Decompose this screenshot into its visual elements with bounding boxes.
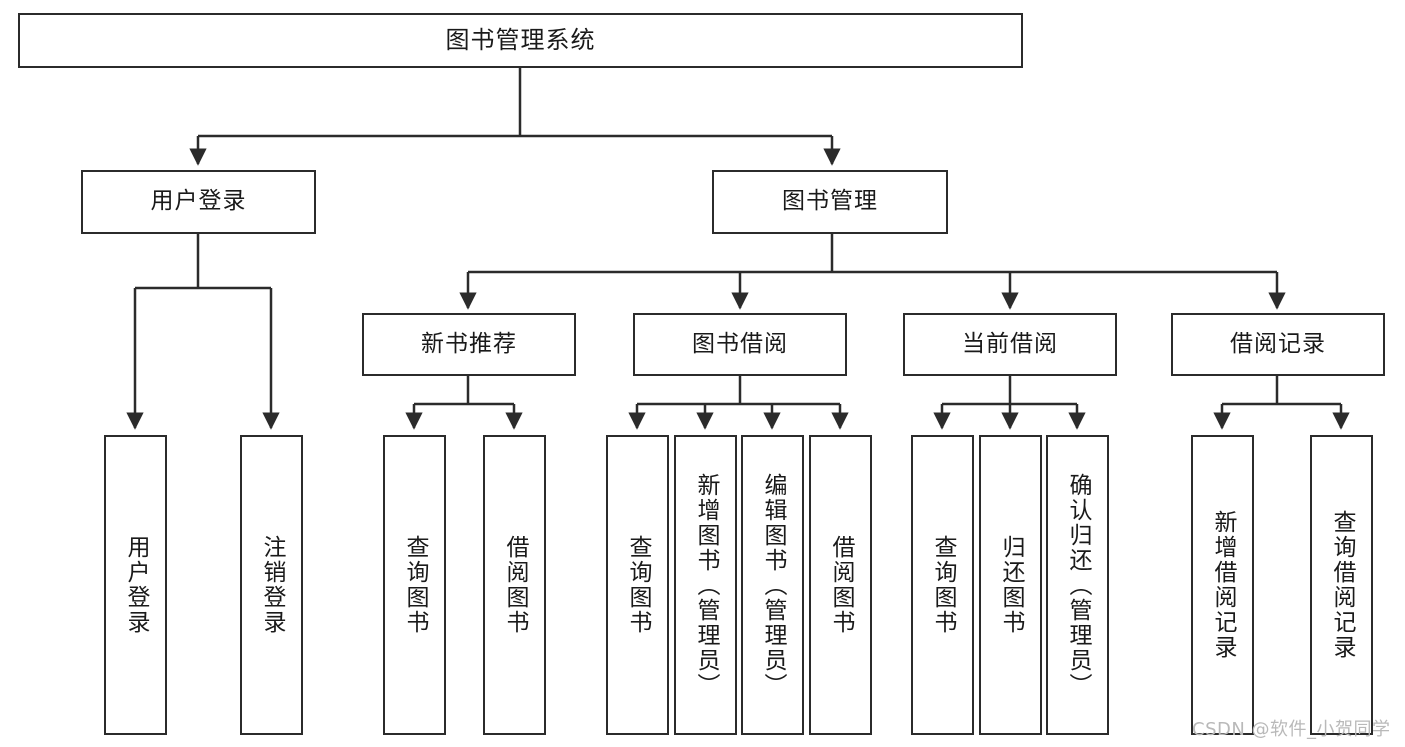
leaf-borrow-borrow-book[interactable]: 借阅图书 (809, 435, 872, 735)
node-label: 图书管理系统 (445, 26, 596, 55)
node-label: 借阅图书 (828, 535, 854, 635)
leaf-borrow-query-book[interactable]: 查询图书 (606, 435, 669, 735)
leaf-record-add-borrow-record[interactable]: 新增借阅记录 (1191, 435, 1254, 735)
node-label: 注销登录 (259, 535, 285, 635)
node-label: 新增图书（管理员） (693, 472, 719, 698)
node-label: 当前借阅 (962, 330, 1058, 357)
leaf-recommend-query-book[interactable]: 查询图书 (383, 435, 446, 735)
node-user-login[interactable]: 用户登录 (81, 170, 316, 234)
node-label: 查询图书 (625, 535, 651, 635)
node-borrow-record[interactable]: 借阅记录 (1171, 313, 1385, 376)
node-book-borrow[interactable]: 图书借阅 (633, 313, 847, 376)
node-label: 图书管理 (782, 188, 878, 215)
node-root-system[interactable]: 图书管理系统 (18, 13, 1023, 68)
node-label: 查询借阅记录 (1329, 510, 1355, 660)
node-new-book-recommend[interactable]: 新书推荐 (362, 313, 576, 376)
node-current-borrow[interactable]: 当前借阅 (903, 313, 1117, 376)
node-label: 借阅图书 (502, 535, 528, 635)
leaf-recommend-borrow-book[interactable]: 借阅图书 (483, 435, 546, 735)
node-label: 图书借阅 (692, 330, 788, 357)
leaf-borrow-edit-book-admin[interactable]: 编辑图书（管理员） (741, 435, 804, 735)
node-label: 新书推荐 (421, 330, 517, 357)
node-label: 编辑图书（管理员） (760, 472, 786, 698)
leaf-current-confirm-return-admin[interactable]: 确认归还（管理员） (1046, 435, 1109, 735)
node-book-management[interactable]: 图书管理 (712, 170, 948, 234)
leaf-borrow-add-book-admin[interactable]: 新增图书（管理员） (674, 435, 737, 735)
node-label: 确认归还（管理员） (1065, 472, 1091, 698)
leaf-record-query-borrow-record[interactable]: 查询借阅记录 (1310, 435, 1373, 735)
leaf-current-query-book[interactable]: 查询图书 (911, 435, 974, 735)
node-label: 归还图书 (998, 535, 1024, 635)
node-label: 查询图书 (402, 535, 428, 635)
leaf-user-login-signin[interactable]: 用户登录 (104, 435, 167, 735)
node-label: 用户登录 (150, 188, 247, 215)
leaf-current-return-book[interactable]: 归还图书 (979, 435, 1042, 735)
node-label: 新增借阅记录 (1210, 510, 1236, 660)
node-label: 查询图书 (930, 535, 956, 635)
csdn-watermark: CSDN @软件_小贺同学 (1192, 719, 1391, 740)
leaf-user-login-signout[interactable]: 注销登录 (240, 435, 303, 735)
node-label: 借阅记录 (1230, 330, 1326, 357)
node-label: 用户登录 (123, 535, 149, 635)
